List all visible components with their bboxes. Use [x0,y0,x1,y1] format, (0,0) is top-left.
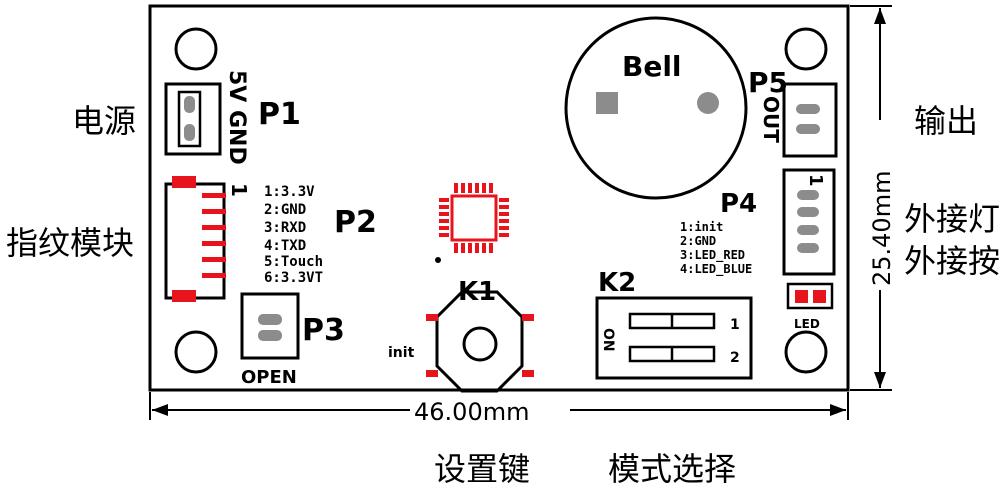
k2-on-label: ON [600,328,616,352]
p4-pin-3: 3:LED_RED [680,248,745,263]
p2-pin-5: 5:Touch [264,254,323,270]
p2-pin-3: 3:RXD [264,220,306,236]
output-annotation: 输出 [914,102,978,140]
p2-connector [164,176,226,302]
k2-dip-switch [595,296,753,380]
p5-connector [782,82,838,158]
k1-label: K1 [458,277,496,307]
p4-pin1-mark: 1 [805,174,826,187]
mcu-chip [435,183,509,263]
k2-switch-1-label: 1 [730,317,740,333]
k1-button [426,290,534,393]
led-label: LED [794,317,820,331]
p4-pin-4: 4:LED_BLUE [680,262,752,277]
p1-pin-label: 5V GND [224,70,249,165]
led [786,282,834,310]
height-label-bg [868,120,894,290]
power-annotation: 电源 [72,102,136,140]
width-dimension-label: 46.00mm [414,398,529,426]
width-label-bg [410,398,570,424]
p2-pin-6: 6:3.3VT [264,270,323,286]
mode-select-annotation: 模式选择 [608,450,736,488]
p4-connector [782,168,836,276]
p2-pin-4: 4:TXD [264,238,306,254]
p3-label: P3 [302,313,345,348]
p2-pin-2: 2:GND [264,202,306,218]
ext-button-annotation: 外接按键 [904,242,1000,280]
bell-label: Bell [622,50,682,83]
mounting-hole [174,330,218,374]
p4-label: P4 [720,189,757,219]
p3-open-label: OPEN [241,367,297,388]
p5-out-label: OUT [759,96,783,143]
fingerprint-module-annotation: 指纹模块 [6,224,134,262]
p2-pin1-mark: 1 [227,183,251,197]
p2-label: P2 [334,205,377,240]
p2-pin-1: 1:3.3V [264,184,315,200]
k1-init-label: init [388,345,415,361]
p5-label: P5 [748,66,788,99]
set-key-annotation: 设置键 [434,450,530,488]
mounting-hole [174,27,218,71]
p4-pin-1: 1:init [680,220,723,234]
ext-light-annotation: 外接灯 [904,200,1000,238]
p4-pin-2: 2:GND [680,234,716,248]
p1-connector [164,82,222,156]
mounting-hole [784,27,828,71]
p3-connector [240,292,300,360]
p1-label: P1 [258,97,301,132]
mounting-hole [784,330,828,374]
k2-switch-2-label: 2 [730,350,740,366]
height-dimension-label: 25.40mm [868,171,896,286]
bell-buzzer [564,16,748,200]
k2-label: K2 [598,268,636,298]
